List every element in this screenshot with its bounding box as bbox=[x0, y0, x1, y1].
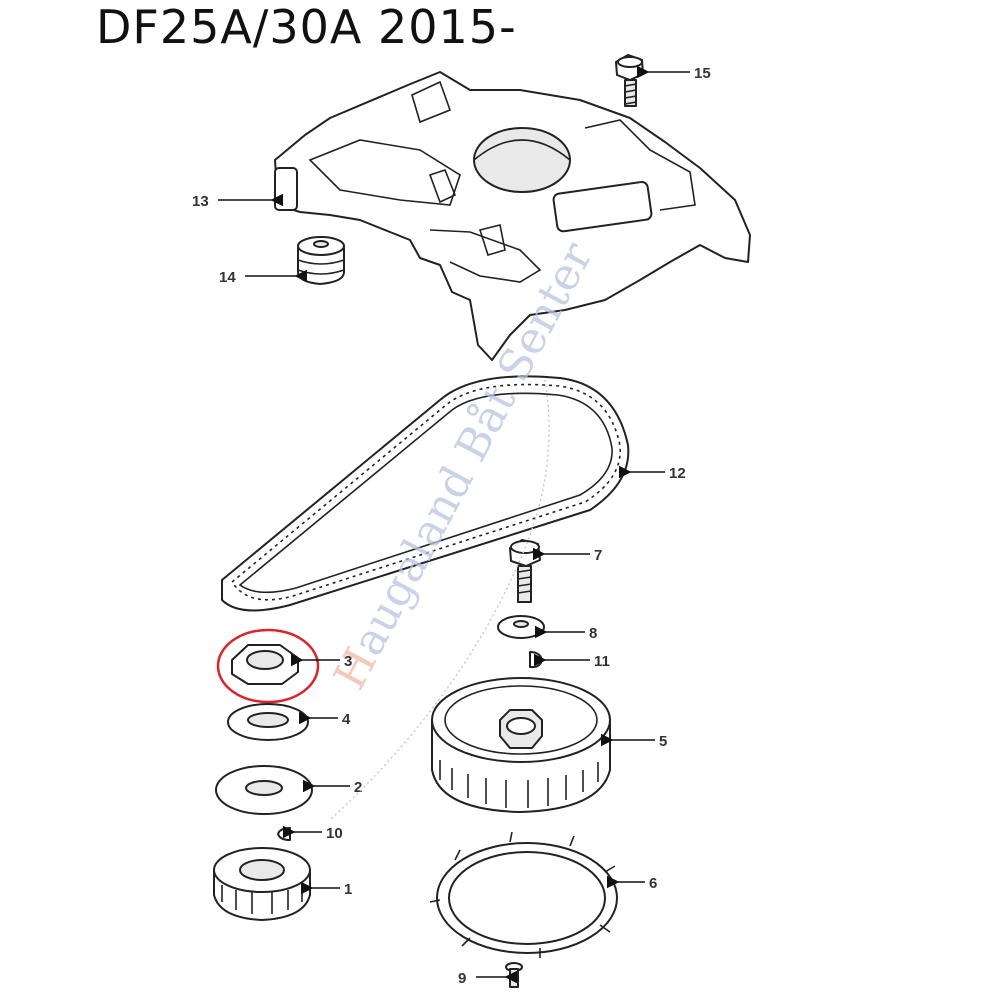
bolt-15 bbox=[615, 54, 644, 107]
callout-15: 15 bbox=[694, 65, 711, 82]
callout-1: 1 bbox=[344, 881, 352, 898]
screw-9 bbox=[505, 962, 523, 988]
nut-3 bbox=[231, 644, 299, 685]
callout-5: 5 bbox=[659, 733, 667, 750]
camshaft-pulley bbox=[431, 677, 611, 813]
washer-4 bbox=[227, 703, 309, 741]
grommet-14 bbox=[297, 236, 345, 285]
highlight-circle bbox=[216, 628, 320, 704]
timing-belt-cover bbox=[274, 71, 751, 361]
callout-13: 13 bbox=[192, 193, 209, 210]
callout-8: 8 bbox=[589, 625, 597, 642]
key-10 bbox=[277, 827, 291, 841]
callout-2: 2 bbox=[354, 779, 362, 796]
callout-9: 9 bbox=[458, 970, 466, 987]
key-11 bbox=[529, 651, 543, 669]
guide-plate bbox=[429, 831, 618, 958]
crankshaft-pulley bbox=[213, 847, 311, 921]
page-title: DF25A/30A 2015- bbox=[96, 0, 517, 54]
washer-8 bbox=[497, 615, 545, 639]
callout-6: 6 bbox=[649, 875, 657, 892]
callout-7: 7 bbox=[594, 547, 602, 564]
callout-14: 14 bbox=[219, 269, 236, 286]
callout-3: 3 bbox=[344, 653, 352, 670]
watermark-chain bbox=[329, 379, 550, 821]
callout-10: 10 bbox=[326, 825, 343, 842]
callout-leaders bbox=[218, 65, 690, 984]
callout-12: 12 bbox=[669, 465, 686, 482]
callout-4: 4 bbox=[342, 711, 351, 728]
timing-belt bbox=[221, 375, 630, 612]
plate-2 bbox=[215, 765, 313, 815]
callout-labels: 15 13 14 12 7 8 11 3 4 5 2 10 6 1 9 bbox=[192, 65, 711, 987]
callout-11: 11 bbox=[594, 653, 610, 670]
